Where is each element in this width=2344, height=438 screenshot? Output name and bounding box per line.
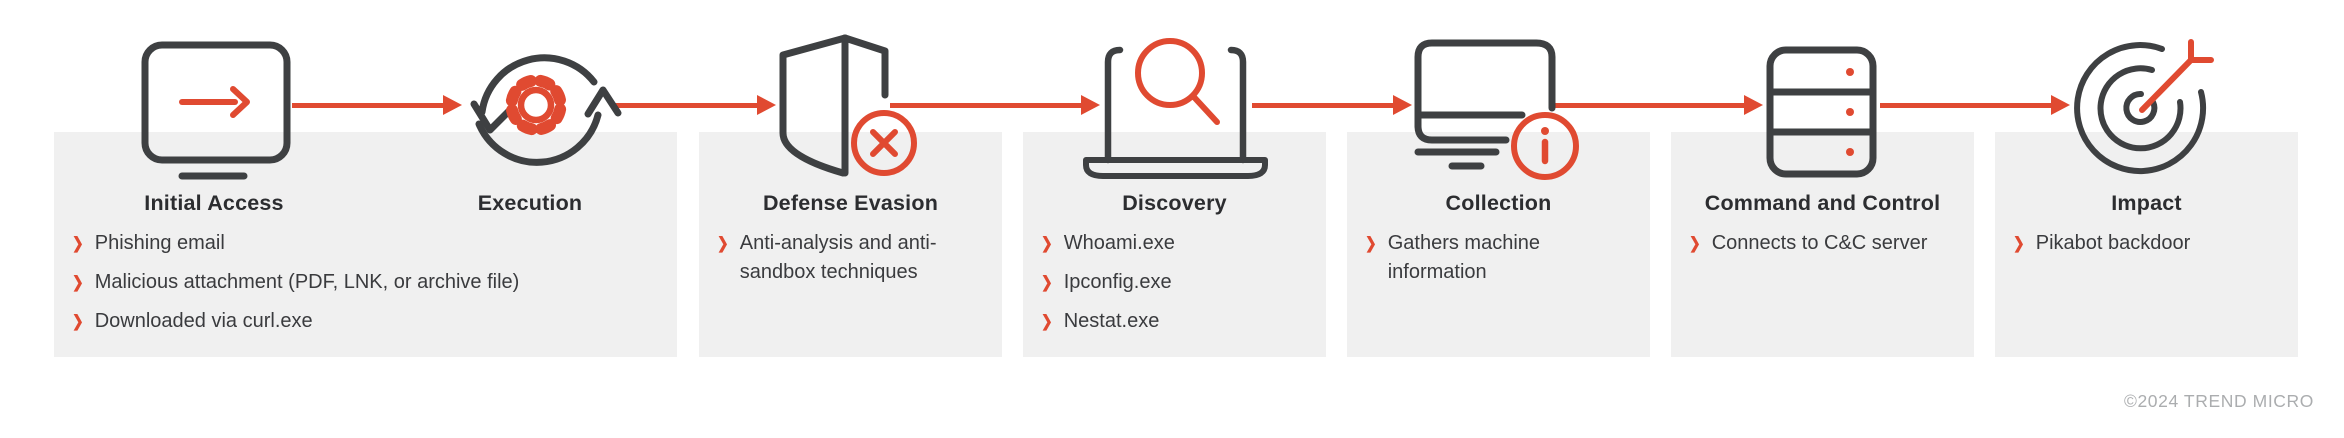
server-dividers xyxy=(1766,88,1877,136)
flow-arrow-2 xyxy=(614,95,776,115)
bullet-text: Ipconfig.exe xyxy=(1063,271,1172,293)
chevron-bullet-icon: ❯ xyxy=(1365,233,1377,253)
target-dart-icon xyxy=(2070,36,2230,184)
dart-fletching xyxy=(2188,39,2214,63)
bullet-list-defense-evasion: ❯ Anti-analysis and anti-sandbox techniq… xyxy=(717,229,977,287)
bullet-list-collection: ❯ Gathers machine information xyxy=(1365,229,1575,287)
bullet-text: Pikabot backdoor xyxy=(2035,232,2191,254)
cycle-arc-bottom xyxy=(475,111,602,166)
chevron-bullet-icon: ❯ xyxy=(2013,233,2025,253)
bullet-text: Malicious attachment (PDF, LNK, or archi… xyxy=(94,271,520,293)
window-entry-arrow-icon xyxy=(138,38,294,188)
copyright-notice: ©2024 TREND MICRO xyxy=(2123,391,2314,411)
screen-info-icon xyxy=(1410,36,1585,182)
bullet-text: Anti-analysis and anti-sandbox technique… xyxy=(739,232,937,283)
chevron-bullet-icon: ❯ xyxy=(1041,233,1053,253)
stage-title-collection: Collection xyxy=(1445,191,1552,215)
bullet-text: Nestat.exe xyxy=(1063,310,1160,332)
screen-frame-right xyxy=(1532,39,1556,112)
panel-collection xyxy=(1347,132,1650,357)
target-ring-inner xyxy=(2123,90,2158,125)
server-stack-icon xyxy=(1762,42,1882,182)
bullet-text: Gathers machine information xyxy=(1387,232,1541,283)
list-item: ❯ Connects to C&C server xyxy=(1689,229,1969,258)
list-item: ❯ Ipconfig.exe xyxy=(1041,268,1301,297)
list-item: ❯ Downloaded via curl.exe xyxy=(72,307,652,336)
gear-teeth xyxy=(505,74,567,136)
screen-frame xyxy=(1414,39,1540,144)
target-ring-middle xyxy=(2097,65,2184,152)
entry-arrow-head xyxy=(230,86,250,118)
laptop-base xyxy=(1083,157,1268,179)
flow-arrow-4 xyxy=(1252,95,1412,115)
bullet-text: Whoami.exe xyxy=(1063,232,1175,254)
list-item: ❯ Gathers machine information xyxy=(1365,229,1575,287)
panel-initial-access-execution xyxy=(54,132,677,357)
stage-title-execution: Execution xyxy=(477,191,583,215)
magnifier-handle xyxy=(1190,93,1220,125)
laptop-screen-left xyxy=(1104,46,1124,164)
cycle-arc-top xyxy=(478,54,598,116)
flow-arrow-6 xyxy=(1880,95,2070,115)
laptop-screen-right xyxy=(1227,46,1247,164)
cycle-gear-icon xyxy=(460,28,622,183)
bullet-list-discovery: ❯ Whoami.exe ❯ Ipconfig.exe ❯ Nestat.exe xyxy=(1041,229,1301,336)
panel-discovery xyxy=(1023,132,1326,357)
info-dot xyxy=(1541,127,1549,135)
shield-x-icon xyxy=(770,30,920,180)
flow-arrow-1 xyxy=(292,95,462,115)
bullet-list-impact: ❯ Pikabot backdoor xyxy=(2013,229,2293,258)
cycle-arrowhead-right xyxy=(584,86,622,118)
shield-left-face xyxy=(779,34,849,177)
chevron-bullet-icon: ❯ xyxy=(1041,272,1053,292)
bullet-text: Connects to C&C server xyxy=(1711,232,1928,254)
list-item: ❯ Phishing email xyxy=(72,229,652,258)
flow-arrow-3 xyxy=(890,95,1100,115)
stage-title-command-and-control: Command and Control xyxy=(1704,191,1941,215)
bullet-list-command-and-control: ❯ Connects to C&C server xyxy=(1689,229,1969,258)
list-item: ❯ Pikabot backdoor xyxy=(2013,229,2293,258)
panel-command-and-control xyxy=(1671,132,1974,357)
list-item: ❯ Nestat.exe xyxy=(1041,307,1301,336)
server-led-1 xyxy=(1846,68,1854,76)
list-item: ❯ Malicious attachment (PDF, LNK, or arc… xyxy=(72,268,652,297)
bullet-list-initial-access: ❯ Phishing email ❯ Malicious attachment … xyxy=(72,229,652,336)
stage-title-initial-access: Initial Access xyxy=(144,191,284,215)
server-body xyxy=(1766,46,1877,178)
chevron-bullet-icon: ❯ xyxy=(717,233,729,253)
bullet-text: Phishing email xyxy=(94,232,225,254)
chevron-bullet-icon: ❯ xyxy=(1689,233,1701,253)
server-led-3 xyxy=(1846,148,1854,156)
bullet-text: Downloaded via curl.exe xyxy=(94,310,313,332)
chevron-bullet-icon: ❯ xyxy=(72,272,84,292)
server-led-2 xyxy=(1846,108,1854,116)
stage-title-impact: Impact xyxy=(2111,191,2182,215)
target-ring-outer xyxy=(2074,42,2207,174)
list-item: ❯ Whoami.exe xyxy=(1041,229,1301,258)
x-badge-circle xyxy=(851,110,917,176)
laptop-search-icon xyxy=(1080,32,1270,180)
x-badge-cross xyxy=(870,129,898,157)
chevron-bullet-icon: ❯ xyxy=(72,311,84,331)
chevron-bullet-icon: ❯ xyxy=(1041,311,1053,331)
stage-title-discovery: Discovery xyxy=(1122,191,1227,215)
shield-right-face xyxy=(841,34,889,99)
info-badge-circle xyxy=(1511,112,1579,180)
gear-hub xyxy=(517,86,555,124)
window-frame xyxy=(141,41,291,164)
list-item: ❯ Anti-analysis and anti-sandbox techniq… xyxy=(717,229,977,287)
chevron-bullet-icon: ❯ xyxy=(72,233,84,253)
dart-shaft xyxy=(2139,57,2194,113)
magnifier-lens xyxy=(1135,38,1205,108)
stage-title-defense-evasion: Defense Evasion xyxy=(762,191,939,215)
flow-arrow-5 xyxy=(1555,95,1763,115)
panel-defense-evasion xyxy=(699,132,1002,357)
cycle-arrowhead-left xyxy=(470,100,516,134)
